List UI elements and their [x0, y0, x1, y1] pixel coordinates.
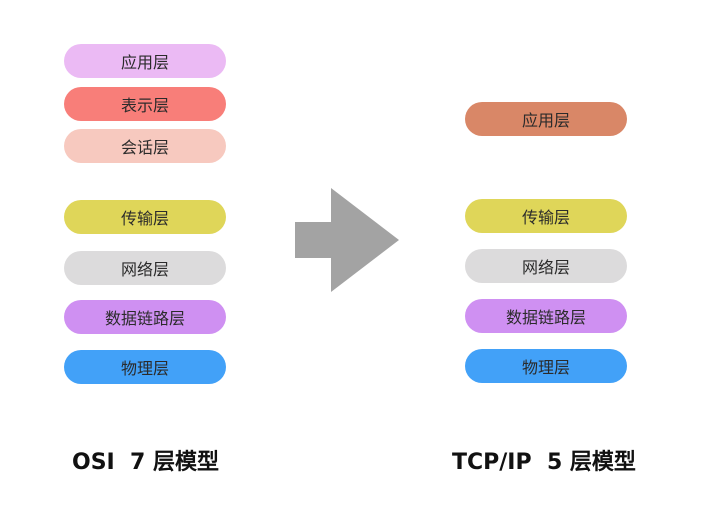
- tcpip-network-layer: 网络层: [465, 249, 627, 283]
- tcpip-data-link-layer: 数据链路层: [465, 299, 627, 333]
- osi-caption: OSI 7 层模型: [72, 450, 220, 475]
- osi-application-layer: 应用层: [64, 44, 226, 78]
- tcpip-transport-layer: 传输层: [465, 199, 627, 233]
- tcpip-caption: TCP/IP 5 层模型: [452, 450, 636, 475]
- osi-transport-layer: 传输层: [64, 200, 226, 234]
- osi-session-layer: 会话层: [64, 129, 226, 163]
- tcpip-application-layer: 应用层: [465, 102, 627, 136]
- osi-physical-layer: 物理层: [64, 350, 226, 384]
- osi-presentation-layer: 表示层: [64, 87, 226, 121]
- right-arrow-icon: [295, 188, 399, 292]
- tcpip-physical-layer: 物理层: [465, 349, 627, 383]
- osi-network-layer: 网络层: [64, 251, 226, 285]
- osi-data-link-layer: 数据链路层: [64, 300, 226, 334]
